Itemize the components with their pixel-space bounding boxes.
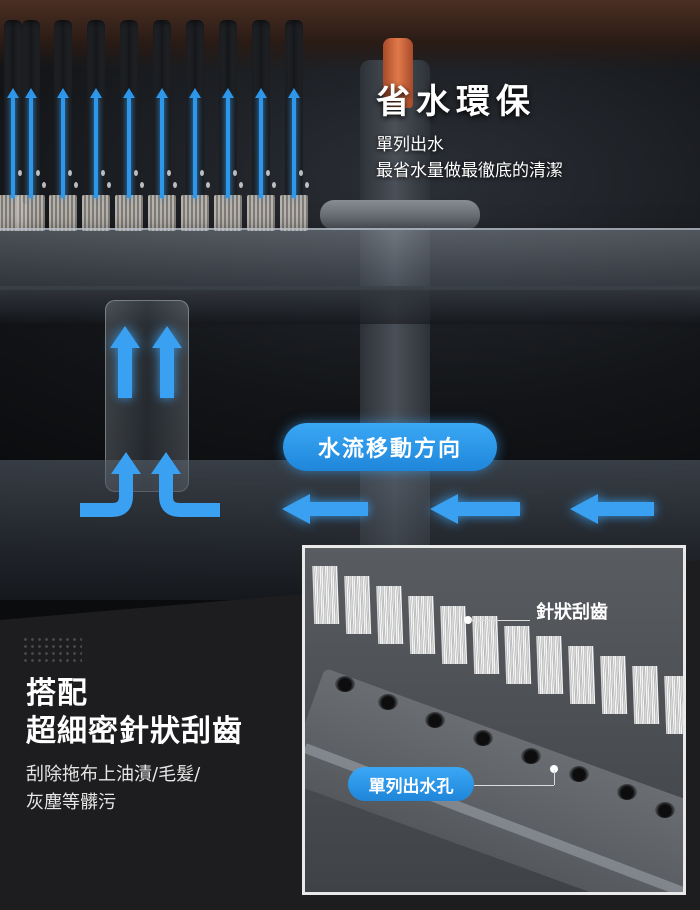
feature-desc-line-1: 刮除拖布上油漬/毛髮/ (26, 764, 201, 785)
bristle-tuft (632, 665, 660, 725)
bristle-tuft (344, 575, 372, 635)
water-drop (299, 170, 303, 176)
water-drop (140, 182, 144, 188)
water-hole (425, 712, 445, 728)
bristle-tuft (664, 675, 683, 735)
water-drop (167, 170, 171, 176)
water-hole (378, 694, 398, 710)
water-drop (272, 182, 276, 188)
water-up-arrow-icon (123, 88, 135, 198)
callout-dot (550, 765, 558, 773)
water-drop (305, 182, 309, 188)
bristle-tuft (504, 625, 532, 685)
pillar-collar (320, 200, 480, 230)
water-drop (107, 182, 111, 188)
plate-edge (0, 286, 700, 324)
rib-bristle (115, 195, 143, 231)
rib-bristle (82, 195, 110, 231)
water-up-arrow-icon (7, 88, 19, 198)
water-drop (200, 170, 204, 176)
dot-pattern (22, 636, 82, 666)
water-hole (473, 730, 493, 746)
flow-curve-arrows-icon (80, 452, 220, 517)
flow-up-arrow-icon (110, 326, 140, 398)
flow-up-arrow-icon (152, 326, 182, 398)
water-up-arrow-icon (222, 88, 234, 198)
water-hole (617, 784, 637, 800)
water-hole (335, 676, 355, 692)
water-drop (101, 170, 105, 176)
bristle-tuft (600, 655, 628, 715)
water-drop (68, 170, 72, 176)
flow-left-arrow-icon (570, 494, 654, 524)
rib-bristle (148, 195, 176, 231)
water-drop (266, 170, 270, 176)
water-drop (36, 170, 40, 176)
water-drop (42, 182, 46, 188)
water-drop (173, 182, 177, 188)
headline-line-2: 最省水量做最徹底的清潔 (376, 161, 563, 181)
flow-left-arrow-icon (430, 494, 520, 524)
feature-title-line-2: 超細密針狀刮齒 (26, 714, 243, 749)
bristle-tuft (568, 645, 596, 705)
water-up-arrow-icon (156, 88, 168, 198)
rib-bristle (49, 195, 77, 231)
water-hole (655, 802, 675, 818)
flow-left-arrow-icon (282, 494, 368, 524)
water-up-arrow-icon (90, 88, 102, 198)
water-drop (239, 182, 243, 188)
water-up-arrow-icon (57, 88, 69, 198)
water-up-arrow-icon (25, 88, 37, 198)
needle-teeth-callout: 針狀刮齒 (536, 602, 608, 623)
bristle-tuft (376, 585, 404, 645)
bristle-tuft (536, 635, 564, 695)
water-hole (521, 748, 541, 764)
rib-bristle (247, 195, 275, 231)
water-hole (569, 766, 589, 782)
pillar-cap (383, 38, 413, 108)
headline-line-1: 單列出水 (376, 135, 444, 155)
water-drop (134, 170, 138, 176)
water-holes-callout: 單列出水孔 (348, 767, 474, 801)
mop-bucket-rim (0, 0, 700, 70)
bristle-tuft (408, 595, 436, 655)
water-up-arrow-icon (189, 88, 201, 198)
bristle-tuft (472, 615, 500, 675)
detail-inset-photo (302, 545, 686, 895)
water-drop (74, 182, 78, 188)
bristle-tuft (312, 565, 340, 625)
needle-teeth-bristles (305, 565, 683, 892)
water-up-arrow-icon (288, 88, 300, 198)
transparent-plate (0, 228, 700, 290)
rib-bristle (214, 195, 242, 231)
rib-bristle (181, 195, 209, 231)
water-drop (233, 170, 237, 176)
headline-title: 省水環保 (376, 82, 536, 122)
feature-desc-line-2: 灰塵等髒污 (26, 792, 116, 813)
callout-line (470, 620, 530, 621)
callout-line (474, 785, 554, 786)
water-drop (18, 170, 22, 176)
callout-line (554, 770, 555, 785)
callout-dot (464, 616, 472, 624)
feature-title-line-1: 搭配 (26, 676, 88, 711)
water-drop (206, 182, 210, 188)
bristle-tuft (440, 605, 468, 665)
rib-bristle (280, 195, 308, 231)
rib-bristle (17, 195, 45, 231)
flow-direction-label: 水流移動方向 (283, 423, 497, 471)
water-up-arrow-icon (255, 88, 267, 198)
